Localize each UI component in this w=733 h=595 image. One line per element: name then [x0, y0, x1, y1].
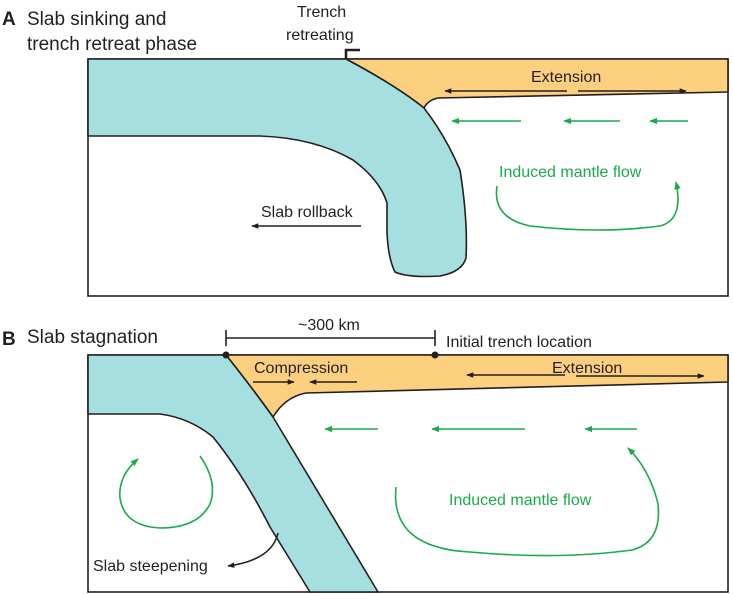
panel-a-trench-label-line1: Trench — [297, 4, 346, 21]
panel-a: A Slab sinking and trench retreat phase … — [2, 4, 729, 297]
panel-b-letter: B — [2, 329, 16, 350]
panel-b-induced-flow-label: Induced mantle flow — [449, 492, 592, 509]
panel-b-title: Slab stagnation — [27, 327, 158, 348]
panel-a-slab — [87, 58, 468, 278]
panel-a-trench-label-line2: retreating — [286, 27, 354, 44]
panel-b-trench-marker — [222, 351, 230, 359]
panel-b-compression-label: Compression — [254, 360, 348, 377]
panel-b: B Slab stagnation ~300 km Initial trench… — [2, 317, 729, 593]
panel-a-title-line1: Slab sinking and — [27, 9, 166, 30]
panel-b-steepening-label: Slab steepening — [93, 558, 208, 575]
panel-b-slab — [87, 354, 379, 593]
panel-b-corner-flow-loop — [119, 455, 214, 529]
panel-a-induced-flow-label: Induced mantle flow — [499, 164, 642, 181]
panel-b-initial-trench-label: Initial trench location — [446, 334, 592, 351]
panel-a-extension-label: Extension — [531, 69, 601, 86]
panel-a-flow-loop — [495, 181, 681, 231]
panel-a-letter: A — [2, 9, 16, 30]
panel-b-initial-trench-marker — [431, 351, 439, 359]
panel-b-flow-loop — [394, 447, 660, 557]
panel-a-rollback-label: Slab rollback — [261, 204, 354, 221]
panel-a-trench-arrow — [344, 48, 360, 59]
panel-b-steepening-arrow — [227, 532, 279, 568]
panel-b-frame — [87, 354, 729, 593]
panel-b-distance-label: ~300 km — [298, 317, 360, 334]
panel-a-title-line2: trench retreat phase — [27, 34, 197, 55]
panel-b-extension-label: Extension — [552, 360, 622, 377]
